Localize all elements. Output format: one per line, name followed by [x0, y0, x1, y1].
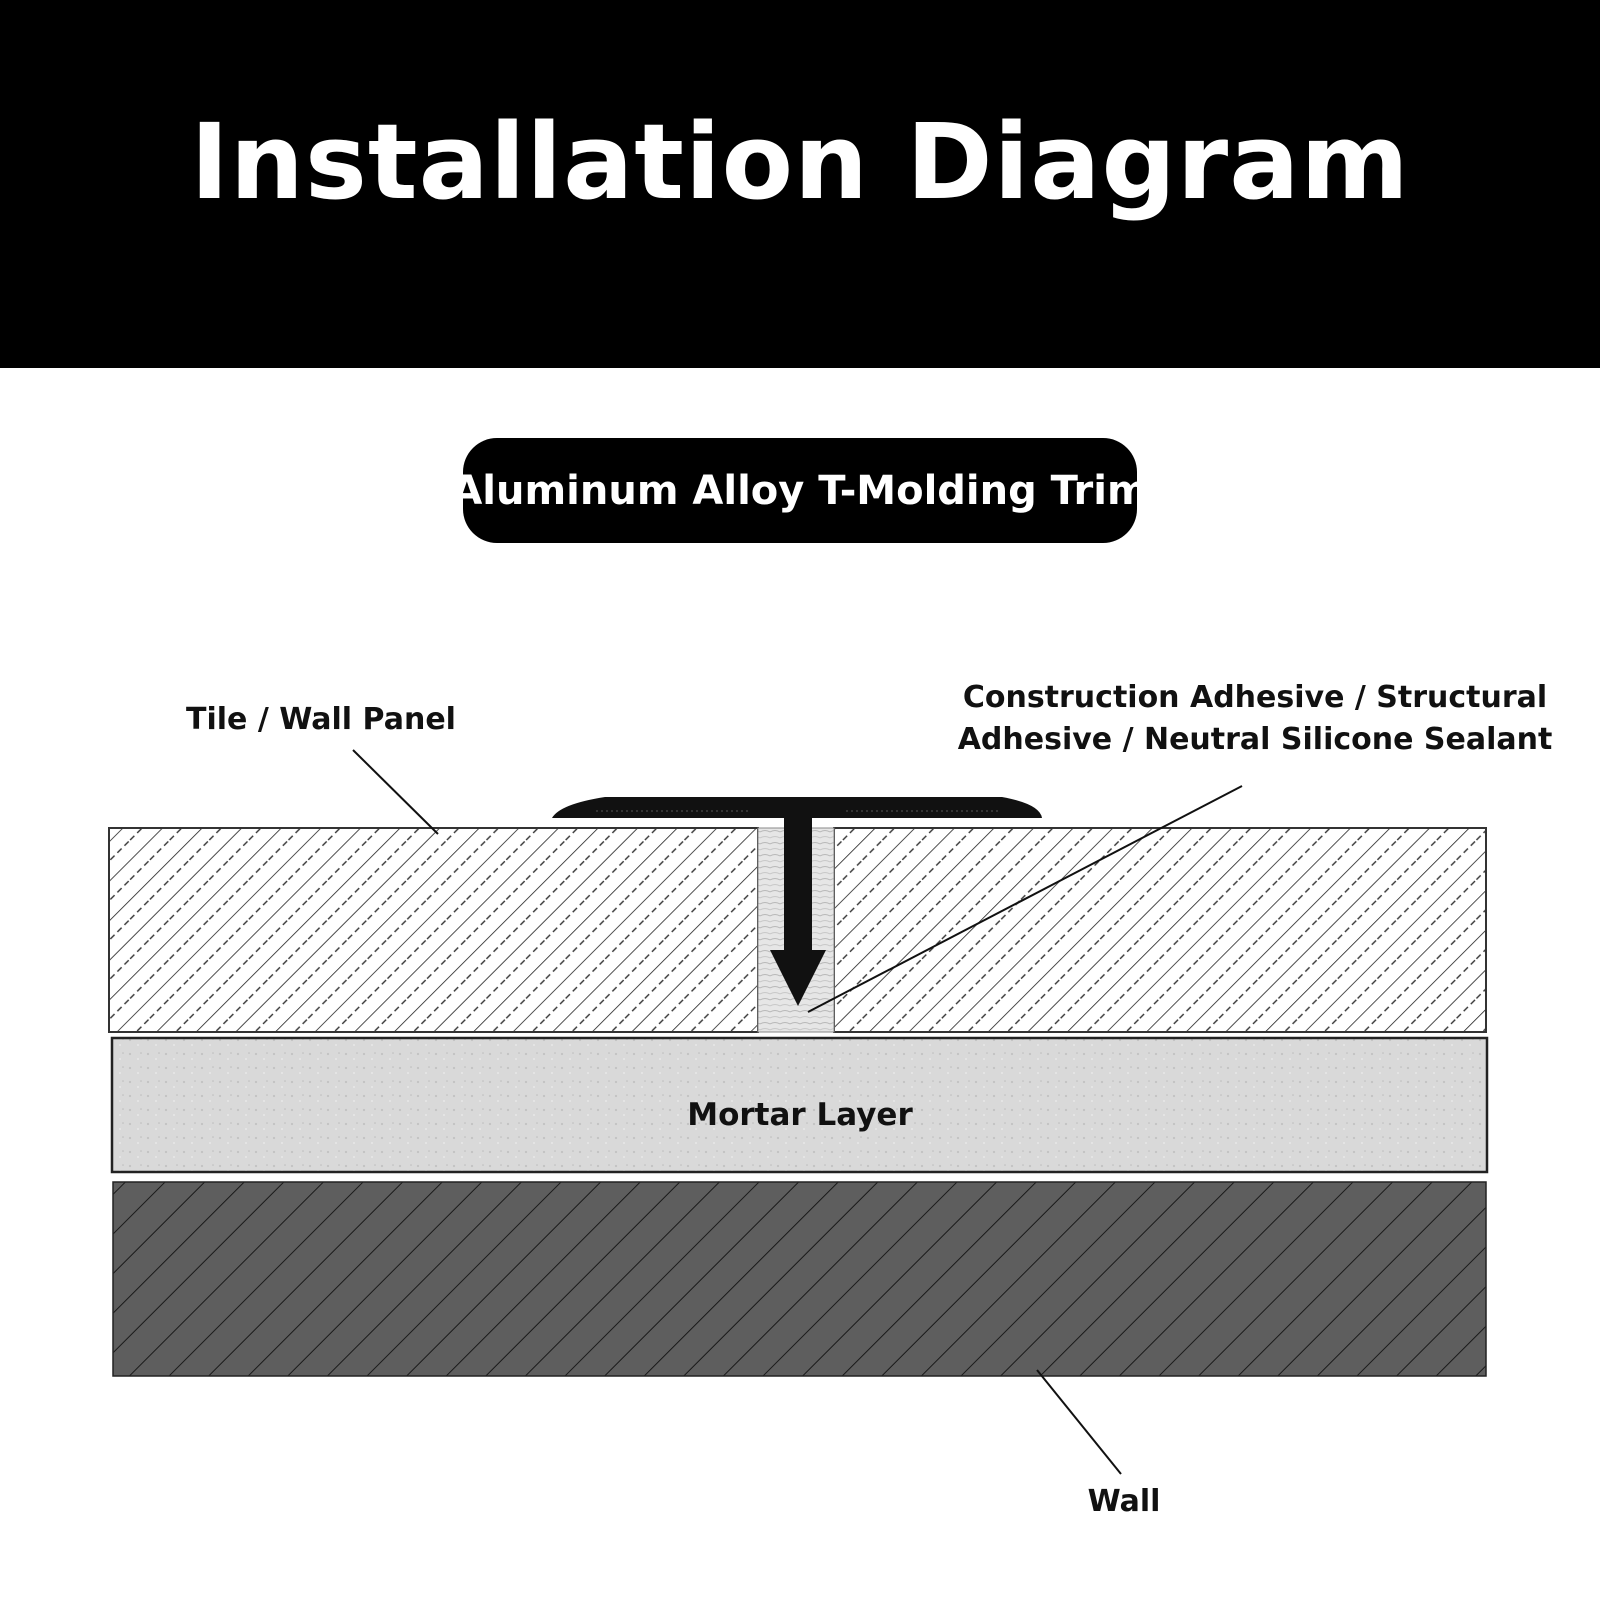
product-label-badge: Aluminum Alloy T-Molding Trim: [451, 438, 1149, 543]
wall-layer: [112, 1181, 1487, 1377]
tile-panel-right: [833, 827, 1487, 1033]
tile-label: Tile / Wall Panel: [186, 702, 456, 737]
mortar-layer: [110, 1036, 1489, 1174]
product-label: Aluminum Alloy T-Molding Trim: [451, 467, 1149, 514]
adhesive-label-line1: Construction Adhesive / Structural: [963, 680, 1547, 715]
adhesive-leader-line: [807, 785, 1243, 1013]
wall-leader-line: [1036, 1369, 1122, 1475]
mortar-label: Mortar Layer: [687, 1097, 913, 1133]
wall-label: Wall: [1088, 1484, 1161, 1519]
title-banner: Installation Diagram: [0, 0, 1600, 368]
page-title: Installation Diagram: [190, 101, 1410, 223]
tile-leader-line: [352, 749, 439, 835]
tile-panel-left: [108, 827, 759, 1033]
t-molding-trim: [552, 797, 1042, 1006]
adhesive-label-line2: Adhesive / Neutral Silicone Sealant: [958, 722, 1553, 757]
